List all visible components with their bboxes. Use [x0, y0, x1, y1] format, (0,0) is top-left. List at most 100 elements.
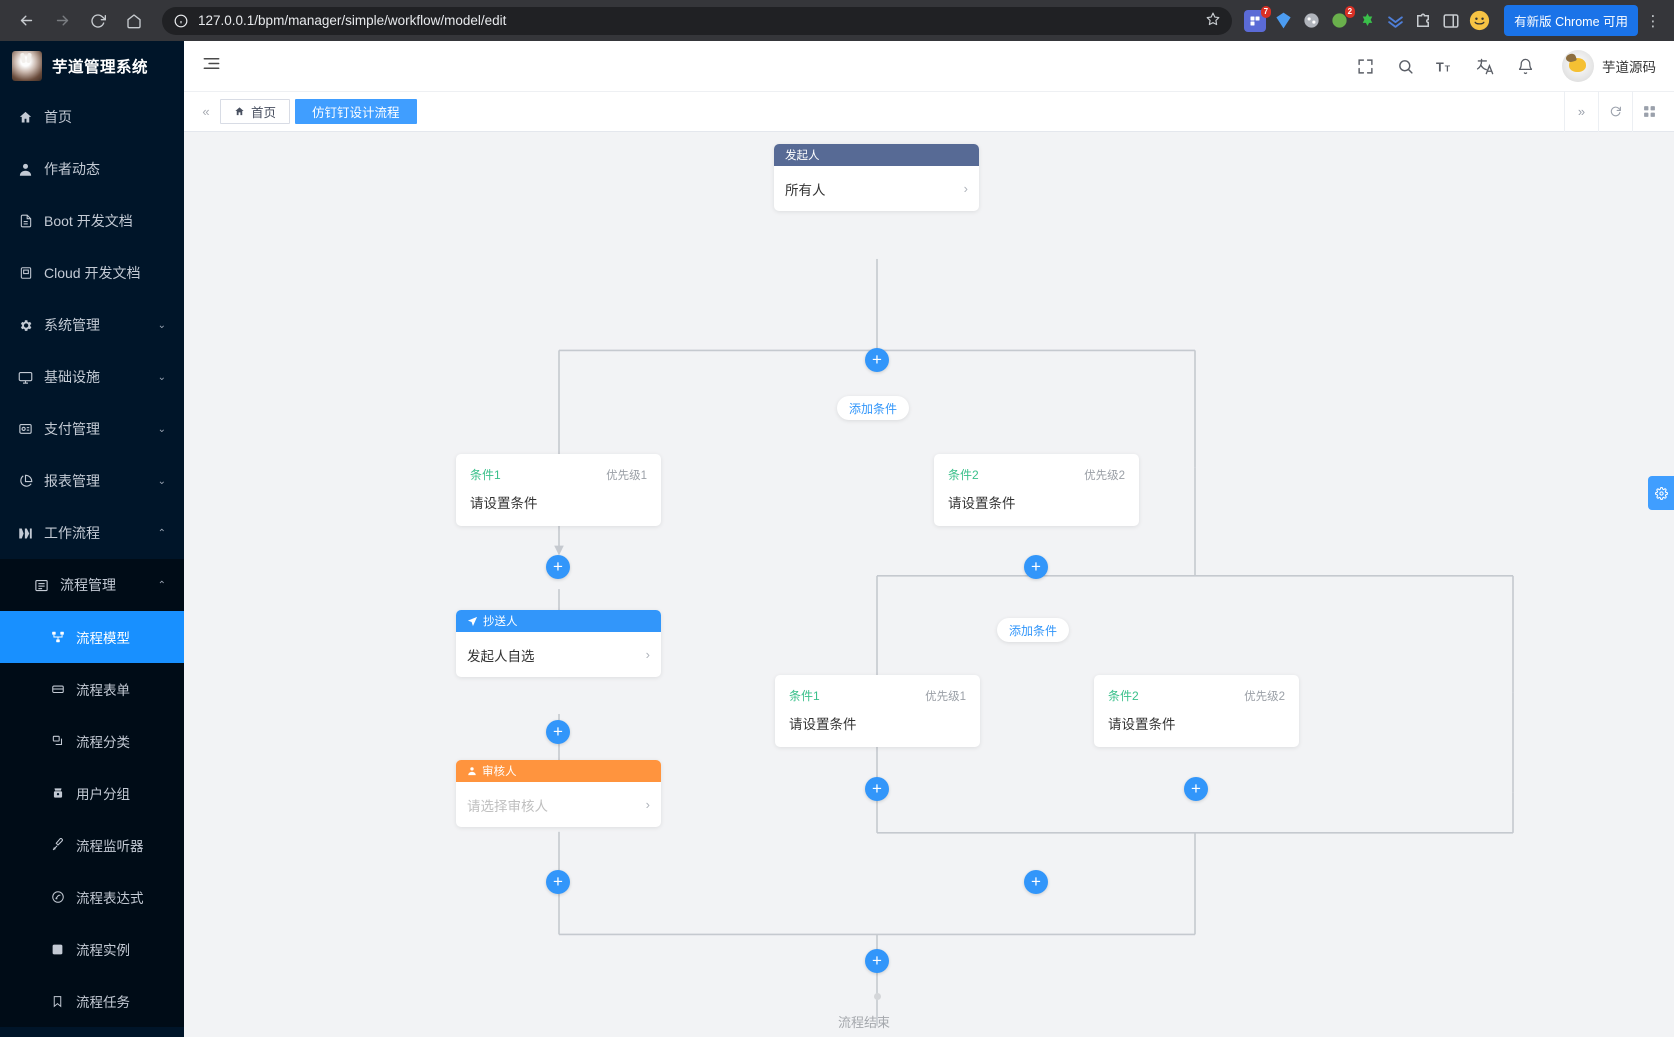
sidebar-item-13[interactable]: 用户分组: [0, 767, 184, 819]
sidebar-item-label: 首页: [44, 109, 72, 125]
initiator-node-body[interactable]: 所有人 ›: [774, 166, 979, 211]
category-icon: [50, 734, 65, 749]
chrome-update-button[interactable]: 有新版 Chrome 可用: [1504, 5, 1638, 36]
sidebar-item-1[interactable]: 作者动态: [0, 143, 184, 195]
condition-value: 请设置条件: [1108, 717, 1176, 732]
add-node-button-end[interactable]: +: [865, 949, 889, 973]
extension-icon-5[interactable]: [1356, 10, 1378, 32]
condition-name: 条件2: [1108, 689, 1139, 703]
sidebar-item-5[interactable]: 基础设施 ⌄: [0, 351, 184, 403]
sidebar-item-12[interactable]: 流程分类: [0, 715, 184, 767]
site-info-icon[interactable]: [174, 14, 188, 28]
cc-node-body[interactable]: 发起人自选 ›: [456, 632, 661, 677]
split-view-icon[interactable]: [1440, 10, 1462, 32]
bell-icon[interactable]: [1514, 55, 1536, 77]
condition-card-1-2[interactable]: 条件2 优先级2 请设置条件: [934, 454, 1139, 526]
flow-node-approver[interactable]: 审核人 请选择审核人 ›: [456, 760, 661, 827]
flow-node-cc[interactable]: 抄送人 发起人自选 ›: [456, 610, 661, 677]
sidebar-item-17[interactable]: 流程任务: [0, 975, 184, 1027]
extension-icon-3[interactable]: [1300, 10, 1322, 32]
gear-icon: [18, 318, 33, 333]
sidebar-item-label: 流程表单: [76, 683, 130, 698]
condition-card-2-2[interactable]: 条件2 优先级2 请设置条件: [1094, 675, 1299, 747]
add-node-button-cond-1-2[interactable]: +: [1024, 555, 1048, 579]
approver-node-value: 请选择审核人: [467, 798, 548, 814]
instance-icon: [50, 942, 65, 957]
sidebar-item-label: 流程表达式: [76, 891, 144, 906]
sidebar-item-label: 系统管理: [44, 317, 100, 333]
workflow-canvas[interactable]: 发起人 所有人 › + 添加条件 条件1 优先级1 请设置条件 +: [184, 132, 1674, 1037]
double-chevron-right-icon[interactable]: »: [1564, 91, 1598, 132]
settings-gear-icon[interactable]: [1648, 476, 1674, 510]
sidebar-item-label: 基础设施: [44, 369, 100, 385]
sidebar-item-6[interactable]: 支付管理⌄: [0, 403, 184, 455]
condition-card-1-1[interactable]: 条件1 优先级1 请设置条件: [456, 454, 661, 526]
refresh-icon[interactable]: [1598, 91, 1632, 132]
sidebar-item-8[interactable]: 工作流程⌃: [0, 507, 184, 559]
sidebar-item-label: 流程管理: [60, 577, 116, 593]
expression-icon: [50, 890, 65, 905]
add-node-button-cc[interactable]: +: [546, 720, 570, 744]
condition-priority: 优先级1: [925, 690, 966, 703]
sidebar-item-3[interactable]: Cloud 开发文档: [0, 247, 184, 299]
extension-puzzle-icon[interactable]: [1412, 10, 1434, 32]
sidebar-item-16[interactable]: 流程实例: [0, 923, 184, 975]
extension-icon-2[interactable]: [1272, 10, 1294, 32]
tab-home[interactable]: 首页: [220, 99, 291, 124]
search-icon[interactable]: [1394, 55, 1416, 77]
fullscreen-icon[interactable]: [1354, 55, 1376, 77]
sidebar-item-15[interactable]: 流程表达式: [0, 871, 184, 923]
collapse-menu-icon[interactable]: [202, 54, 222, 78]
user-menu[interactable]: 芋道源码: [1562, 50, 1656, 82]
add-node-button-cond-1-1[interactable]: +: [546, 555, 570, 579]
add-node-button-cond-2-2[interactable]: +: [1184, 777, 1208, 801]
reload-icon[interactable]: [82, 5, 114, 37]
add-node-button-initiator[interactable]: +: [865, 348, 889, 372]
user-icon: [18, 162, 33, 177]
chevron-down-icon: ⌄: [157, 371, 166, 383]
tab-bar-actions: »: [1564, 91, 1666, 132]
add-condition-button-level1[interactable]: 添加条件: [837, 396, 910, 420]
sidebar-item-11[interactable]: 流程表单: [0, 663, 184, 715]
add-condition-button-level2[interactable]: 添加条件: [997, 618, 1070, 642]
document-icon: [18, 214, 33, 229]
home-icon: [18, 110, 33, 125]
forward-arrow-icon[interactable]: [46, 5, 78, 37]
bookmark-star-icon[interactable]: [1206, 12, 1220, 29]
flow-model-icon: [50, 630, 65, 645]
condition-value: 请设置条件: [470, 496, 538, 511]
kebab-menu-icon[interactable]: ⋮: [1645, 12, 1661, 30]
flow-end-label: 流程结束: [838, 1015, 891, 1030]
sidebar-item-10[interactable]: 流程模型: [0, 611, 184, 663]
sidebar-item-4[interactable]: 系统管理⌄: [0, 299, 184, 351]
tab-workflow-design[interactable]: 仿钉钉设计流程: [295, 99, 417, 124]
translate-icon[interactable]: [1474, 55, 1496, 77]
initiator-node-title: 发起人: [785, 150, 820, 162]
sidebar-item-2[interactable]: Boot 开发文档: [0, 195, 184, 247]
flow-node-initiator[interactable]: 发起人 所有人 ›: [774, 144, 979, 211]
sidebar-item-14[interactable]: 流程监听器: [0, 819, 184, 871]
grid-icon[interactable]: [1632, 91, 1666, 132]
sidebar-item-0[interactable]: 首页: [0, 91, 184, 143]
extension-icon-4[interactable]: 2: [1328, 5, 1356, 32]
profile-avatar-icon[interactable]: [1468, 10, 1490, 32]
add-node-button-cond-2-1[interactable]: +: [865, 777, 889, 801]
add-node-button-approver[interactable]: +: [546, 870, 570, 894]
back-arrow-icon[interactable]: [10, 5, 42, 37]
approver-node-body[interactable]: 请选择审核人 ›: [456, 782, 661, 827]
sidebar-item-label: 用户分组: [76, 787, 130, 802]
add-node-button-join-right[interactable]: +: [1024, 870, 1048, 894]
home-icon[interactable]: [118, 5, 150, 37]
sidebar-item-label: Cloud 开发文档: [44, 265, 141, 281]
condition-card-2-1[interactable]: 条件1 优先级1 请设置条件: [775, 675, 980, 747]
sidebar-item-9[interactable]: 流程管理⌃: [0, 559, 184, 611]
extension-icon-6[interactable]: [1384, 10, 1406, 32]
brand[interactable]: 芋道管理系统: [0, 41, 184, 91]
extension-icon-1[interactable]: 7: [1244, 5, 1272, 32]
sidebar-item-7[interactable]: 报表管理⌄: [0, 455, 184, 507]
address-bar[interactable]: 127.0.0.1/bpm/manager/simple/workflow/mo…: [162, 6, 1233, 35]
condition-priority: 优先级1: [606, 469, 647, 482]
double-chevron-left-icon[interactable]: «: [202, 104, 210, 119]
